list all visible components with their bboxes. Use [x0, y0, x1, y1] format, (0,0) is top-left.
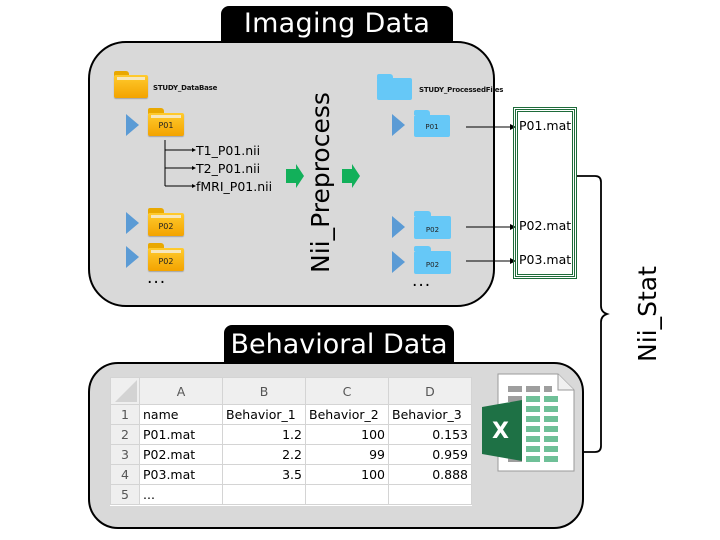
excel-letter: X [492, 419, 509, 444]
column-header-b[interactable]: B [222, 377, 306, 405]
mat-files-box [513, 107, 577, 279]
cell[interactable]: 3.5 [222, 464, 306, 485]
file-t1: T1_P01.nii [196, 143, 261, 158]
row-number[interactable]: 4 [110, 464, 140, 485]
mat-arrows [466, 124, 516, 264]
cell[interactable]: P03.mat [139, 464, 223, 485]
table-row: 2 P01.mat 1.2 100 0.153 [110, 424, 472, 445]
cell[interactable]: 100 [305, 424, 389, 445]
green-arrow-icon [286, 164, 304, 188]
nii-stat-brace [577, 175, 610, 453]
cell[interactable]: 0.153 [388, 424, 472, 445]
cell[interactable]: P01.mat [139, 424, 223, 445]
cell[interactable]: Behavior_2 [305, 404, 389, 425]
folder-p02[interactable]: P02 [148, 208, 184, 236]
column-header-a[interactable]: A [139, 377, 223, 405]
imaging-data-title: Imaging Data [221, 6, 453, 42]
expand-triangle-icon[interactable] [126, 114, 139, 136]
row-number[interactable]: 1 [110, 404, 140, 425]
excel-file-icon [482, 373, 575, 472]
cell[interactable]: 2.2 [222, 444, 306, 465]
mat-file-p03: P03.mat [519, 252, 572, 267]
table-row: 3 P02.mat 2.2 99 0.959 [110, 444, 472, 465]
more-folders-ellipsis: ... [147, 268, 167, 288]
expand-triangle-icon[interactable] [126, 212, 139, 234]
table-row: 5 ... [110, 484, 472, 505]
cell[interactable] [305, 484, 389, 505]
behavioral-data-title: Behavioral Data [224, 325, 454, 363]
corner-triangle-icon [115, 380, 137, 402]
file-fmri: fMRI_P01.nii [196, 179, 273, 194]
study-database-label: STUDY_DataBase [153, 84, 218, 92]
study-processed-folder-icon [377, 74, 412, 100]
cell[interactable] [222, 484, 306, 505]
cell[interactable] [388, 484, 472, 505]
cell[interactable]: ... [139, 484, 223, 505]
file-tree-lines [164, 140, 196, 188]
expand-triangle-icon[interactable] [392, 216, 405, 238]
cell[interactable]: 100 [305, 464, 389, 485]
processed-folder-p02[interactable]: P02 [414, 211, 451, 239]
expand-triangle-icon[interactable] [126, 246, 139, 268]
table-row: 1 name Behavior_1 Behavior_2 Behavior_3 [110, 404, 472, 425]
table-row: 4 P03.mat 3.5 100 0.888 [110, 464, 472, 485]
cell[interactable]: 0.959 [388, 444, 472, 465]
study-processed-label: STUDY_ProcessedFiles [419, 86, 504, 94]
cell[interactable]: P02.mat [139, 444, 223, 465]
study-database-folder-icon [114, 71, 148, 98]
folder-p02[interactable]: P02 [148, 243, 184, 271]
mat-file-p02: P02.mat [519, 218, 572, 233]
file-t2: T2_P01.nii [196, 161, 261, 176]
row-number[interactable]: 5 [110, 484, 140, 505]
process-arrows [286, 164, 360, 188]
cell[interactable]: name [139, 404, 223, 425]
cell[interactable]: 99 [305, 444, 389, 465]
cell[interactable]: 1.2 [222, 424, 306, 445]
expand-triangle-icon[interactable] [392, 251, 405, 273]
row-number[interactable]: 2 [110, 424, 140, 445]
cell[interactable]: Behavior_1 [222, 404, 306, 425]
column-header-d[interactable]: D [388, 377, 472, 405]
behavior-spreadsheet: A B C D 1 name Behavior_1 Behavior_2 Beh… [110, 377, 472, 506]
folder-p01[interactable]: P01 [148, 108, 184, 136]
more-processed-ellipsis: ... [412, 271, 432, 291]
cell[interactable]: Behavior_3 [388, 404, 472, 425]
expand-triangle-icon[interactable] [392, 114, 405, 136]
select-all-corner[interactable] [110, 377, 140, 405]
processed-folder-p01[interactable]: P01 [414, 110, 450, 137]
green-arrow-icon [342, 164, 360, 188]
cell[interactable]: 0.888 [388, 464, 472, 485]
column-header-c[interactable]: C [305, 377, 389, 405]
row-number[interactable]: 3 [110, 444, 140, 465]
nii-preprocess-label: Nii_Preprocess [306, 92, 335, 273]
processed-folder-p02[interactable]: P02 [414, 246, 451, 274]
nii-stat-label: Nii_Stat [633, 266, 662, 362]
mat-file-p01: P01.mat [519, 118, 572, 133]
